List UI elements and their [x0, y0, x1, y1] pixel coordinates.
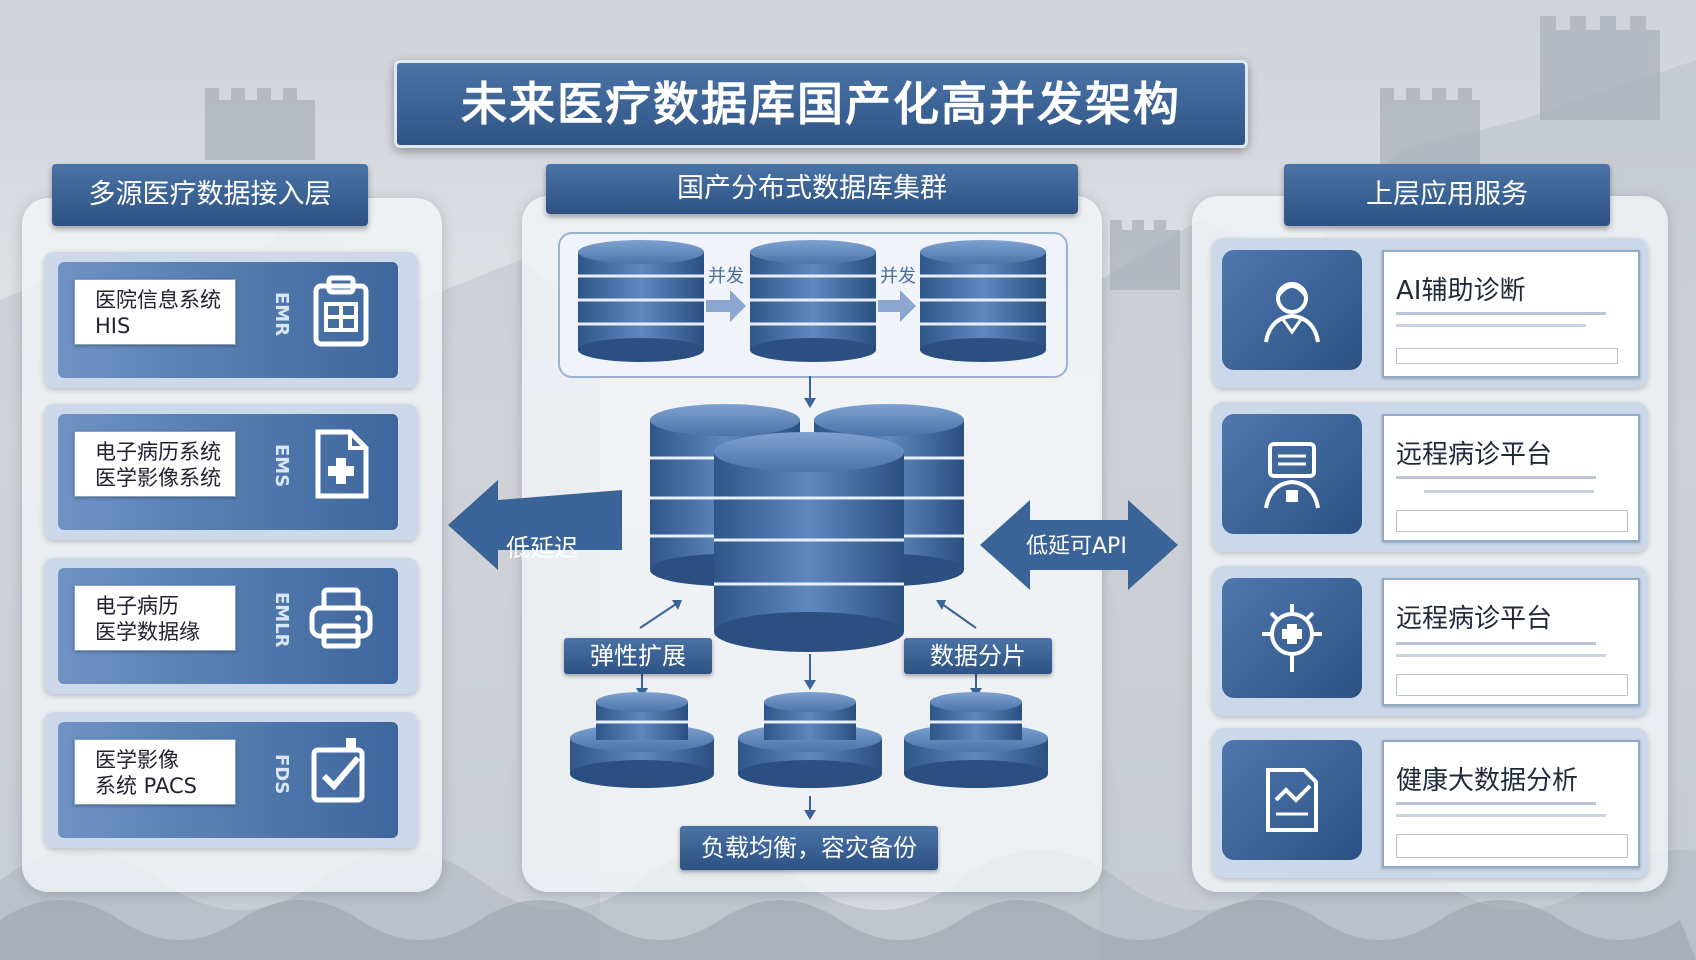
center-panel-header: 国产分布式数据库集群 — [546, 164, 1078, 214]
api-arrow — [980, 500, 1178, 590]
concurrency-label: 并发 — [880, 266, 916, 287]
app-name: AI辅助诊断 — [1396, 276, 1526, 306]
source-pacs[interactable]: 医学影像系统 PACS FDS — [44, 712, 418, 848]
app-ai-diagnosis[interactable]: AI辅助诊断 — [1212, 238, 1648, 388]
sharding-label: 数据分片 — [904, 638, 1052, 674]
low-latency-label: 低延迟 — [506, 534, 578, 562]
right-panel-header: 上层应用服务 — [1284, 164, 1610, 226]
shard-node-2 — [738, 692, 882, 788]
app-name: 远程病诊平台 — [1396, 440, 1553, 470]
medical-gear-icon — [1262, 604, 1322, 672]
db-node-2 — [750, 240, 876, 362]
source-tab: FDS — [271, 753, 292, 795]
low-latency-arrow — [448, 480, 622, 570]
remote-consult-icon — [1264, 442, 1320, 509]
clipboard-icon — [313, 275, 369, 347]
checklist-icon — [311, 738, 365, 803]
app-name: 远程病诊平台 — [1396, 604, 1553, 634]
page-title: 未来医疗数据库国产化高并发架构 — [394, 60, 1248, 148]
left-panel-header: 多源医疗数据接入层 — [52, 164, 368, 226]
medical-document-icon — [315, 429, 369, 499]
source-tab: EMLR — [271, 592, 292, 648]
source-tab: EMR — [271, 291, 292, 337]
printer-icon — [309, 587, 373, 649]
load-balancing-label: 负载均衡，容灾备份 — [680, 826, 938, 870]
shard-node-1 — [570, 692, 714, 788]
elastic-scaling-label: 弹性扩展 — [564, 638, 712, 674]
doctor-avatar-icon — [1264, 282, 1320, 343]
app-name: 健康大数据分析 — [1396, 766, 1579, 796]
app-remote-platform[interactable]: 远程病诊平台 — [1212, 566, 1648, 716]
source-emr[interactable]: 电子病历系统医学影像系统 EMS — [44, 404, 418, 540]
data-analysis-icon — [1266, 768, 1318, 832]
db-core-cluster — [650, 404, 964, 652]
source-emr-data[interactable]: 电子病历医学数据缘 EMLR — [44, 558, 418, 694]
db-node-3 — [920, 240, 1046, 362]
shard-node-3 — [904, 692, 1048, 788]
source-tab: EMS — [271, 444, 292, 488]
app-remote-consult[interactable]: 远程病诊平台 — [1212, 402, 1648, 552]
db-node-1 — [578, 240, 704, 362]
concurrency-label: 并发 — [708, 266, 744, 287]
app-health-analytics[interactable]: 健康大数据分析 — [1212, 728, 1648, 878]
api-label: 低延可API — [1026, 534, 1127, 559]
